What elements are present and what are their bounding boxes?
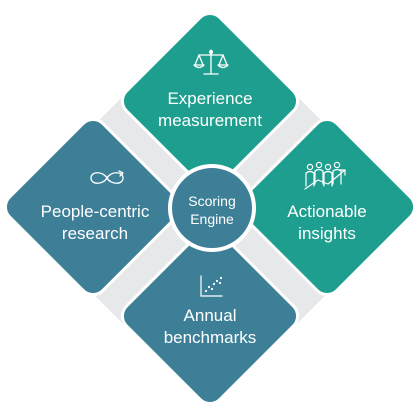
quadrant-left-label: People-centric research — [20, 201, 170, 245]
quadrant-bottom-label-line2: benchmarks — [163, 328, 257, 347]
quadrant-left-label-line1: People-centric — [40, 202, 150, 221]
quadrant-right-label-line1: Actionable — [287, 202, 367, 221]
center-label-line1: Scoring — [188, 193, 236, 209]
quadrant-right-label-line2: insights — [298, 224, 356, 243]
quadrant-bottom-shape — [120, 226, 300, 406]
scatter-plot-icon — [200, 275, 223, 297]
quadrant-bottom-label-line1: Annual — [183, 306, 237, 325]
quadrant-top-label: Experience measurement — [130, 88, 290, 132]
quadrant-right-shape — [237, 117, 417, 297]
infinity-cycle-icon — [90, 170, 124, 184]
quadrant-left-shape — [3, 117, 183, 297]
quadrant-top-label-line1: Experience — [167, 89, 253, 108]
center-label-line2: Engine — [190, 211, 234, 227]
people-growth-icon — [304, 161, 346, 190]
center-label: Scoring Engine — [172, 192, 252, 228]
quadrant-left-label-line2: research — [61, 224, 129, 243]
scales-icon — [193, 49, 229, 75]
quadrant-top-label-line2: measurement — [158, 111, 262, 130]
center-circle — [168, 164, 256, 252]
quadrant-right-label: Actionable insights — [257, 201, 397, 245]
quadrant-bottom-label: Annual benchmarks — [130, 305, 290, 349]
quadrant-top-shape — [120, 11, 300, 191]
